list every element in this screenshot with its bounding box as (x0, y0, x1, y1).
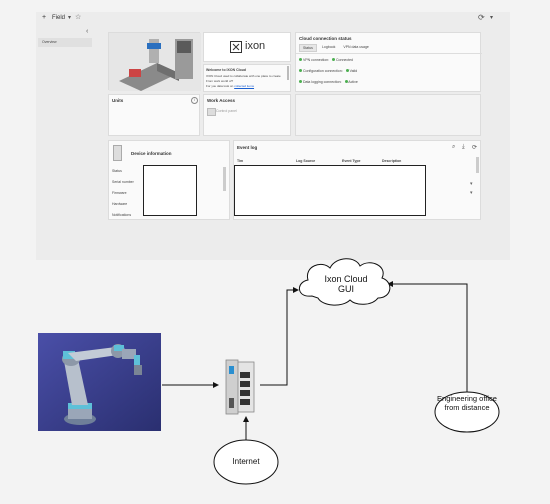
chevron-down-icon[interactable]: ▾ (490, 15, 494, 21)
search-icon[interactable]: ⌕ (452, 144, 456, 150)
units-card: Units i (108, 94, 200, 136)
device-row-label: Firmware (112, 191, 127, 195)
status-row-data-logging: Data logging connection: Active (299, 80, 358, 84)
internet-label: Internet (232, 457, 260, 466)
column-header[interactable]: Log Source (296, 159, 316, 163)
refresh-icon[interactable]: ⟳ (478, 13, 485, 22)
cloud-label: Ixon Cloud GUI (324, 274, 368, 294)
work-access-card: Work Access Control panel (203, 94, 291, 136)
robot-arm-image (38, 333, 161, 431)
tab-status[interactable]: Status (299, 44, 317, 52)
status-dot-icon (345, 69, 349, 72)
work-access-title: Work Access (207, 98, 236, 103)
chevron-down-icon[interactable]: ▾ (470, 190, 473, 196)
cloud-icon (299, 258, 391, 306)
chevron-down-icon[interactable]: ▾ (470, 181, 473, 187)
device-info-title: Device information (131, 151, 172, 156)
scrollbar[interactable] (223, 167, 226, 191)
device-icon (113, 145, 122, 161)
device-row-label: Serial number (112, 180, 134, 184)
office-node (434, 391, 500, 433)
status-dot-icon (344, 80, 348, 83)
add-icon[interactable]: + (42, 14, 47, 21)
cloud-status-tabs: Status Logbook VPN data usage (299, 44, 372, 52)
empty-card (295, 94, 481, 136)
ixon-router-icon (222, 358, 260, 416)
welcome-line-3: For you data look on collected items (206, 84, 254, 88)
tab-vpn-data-usage[interactable]: VPN data usage (343, 45, 369, 49)
status-row-vpn: VPN connection: Connected (299, 58, 353, 62)
device-row-label: Hardware (112, 202, 128, 206)
welcome-line-2: From work world of? (206, 79, 234, 83)
cloud-status-title: Cloud connection status (299, 36, 352, 41)
scrollbar[interactable] (476, 157, 479, 173)
star-icon[interactable]: ☆ (75, 14, 82, 21)
status-label: Data logging connection: (302, 80, 342, 84)
column-header[interactable]: Event Type (342, 159, 361, 163)
column-header[interactable]: Description (382, 159, 402, 163)
event-log-title: Event log (237, 145, 258, 150)
welcome-line-1: IXON Cloud used to collaborate with one … (206, 74, 281, 78)
status-value: Connected (336, 58, 353, 62)
column-header[interactable]: Tim (237, 159, 244, 163)
status-row-configuration: Configuration connection: Valid (299, 69, 357, 73)
status-label: VPN connection: (302, 58, 330, 62)
chevron-down-icon[interactable]: ▾ (68, 15, 72, 21)
status-value: Active (348, 80, 358, 84)
redacted-event-log (234, 165, 426, 216)
units-title: Units (112, 98, 124, 103)
brand-card: ixon (203, 32, 291, 62)
status-value: Valid (349, 69, 358, 73)
status-dot-icon (299, 58, 302, 61)
office-to-cloud-arrow (387, 281, 468, 392)
scrollbar[interactable] (287, 66, 289, 80)
redacted-device-info (143, 165, 197, 216)
work-access-item[interactable]: Control panel (216, 109, 237, 113)
router-to-cloud-arrow (260, 287, 299, 386)
control-panel-icon (207, 108, 216, 116)
internet-node (213, 439, 279, 485)
welcome-line-3-prefix: For you data look on (206, 84, 235, 88)
status-dot-icon (332, 58, 336, 61)
device-row-label: Status (112, 169, 122, 173)
machine-image (108, 32, 201, 91)
info-icon[interactable]: i (191, 97, 198, 104)
refresh-icon[interactable]: ⟳ (472, 145, 478, 151)
breadcrumb[interactable]: Field (52, 15, 66, 21)
welcome-card: Welcome to IXON Cloud IXON Cloud used to… (203, 64, 291, 92)
collected-items-link[interactable]: collected items (234, 84, 255, 88)
ixon-logo-icon (230, 41, 242, 53)
cloud-status-card: Cloud connection status Status Logbook V… (295, 32, 482, 92)
download-icon[interactable]: ⤓ (462, 144, 465, 150)
status-dot-icon (299, 69, 302, 72)
tab-logbook[interactable]: Logbook (321, 45, 336, 49)
sidebar-item-overview[interactable]: Overview (38, 38, 92, 47)
status-label: Configuration connection: (302, 69, 343, 73)
welcome-title: Welcome to IXON Cloud (206, 68, 246, 72)
brand-logo-text: ixon (245, 40, 266, 52)
device-row-label: Notifications (112, 213, 132, 217)
sidebar-item-label: Overview (42, 40, 57, 44)
status-dot-icon (299, 80, 302, 83)
collapse-sidebar-icon[interactable]: ‹ (86, 28, 89, 35)
office-label: Engineering office from distance (437, 394, 497, 412)
divider (296, 53, 482, 54)
